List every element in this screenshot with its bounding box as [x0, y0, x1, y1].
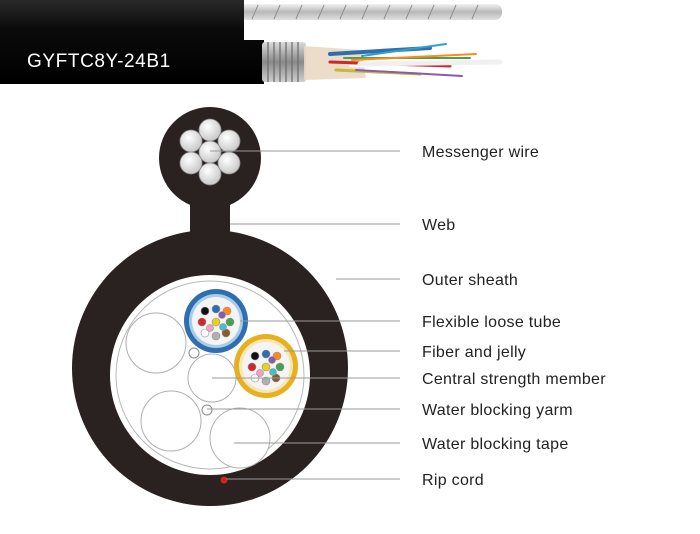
- loose-tube-blue: [184, 289, 248, 353]
- label-flexible-loose-tube: Flexible loose tube: [422, 314, 561, 331]
- label-web: Web: [422, 217, 456, 234]
- filler-rods: [125, 312, 271, 469]
- messenger-strands: [179, 118, 241, 186]
- label-rip-cord: Rip cord: [422, 472, 484, 489]
- cable-model-label: GYFTC8Y-24B1: [27, 51, 171, 72]
- label-fiber-and-jelly: Fiber and jelly: [422, 344, 526, 361]
- label-water-blocking-tape: Water blocking tape: [422, 436, 569, 453]
- cable-photo-loose-tubes: [328, 43, 503, 77]
- cable-photo-armor: [262, 42, 306, 82]
- label-central-strength-member: Central strength member: [422, 371, 606, 388]
- cable-photo-jacket: [0, 0, 264, 84]
- cross-section: [72, 107, 348, 506]
- label-messenger-wire: Messenger wire: [422, 144, 539, 161]
- loose-tube-yellow: [234, 334, 298, 398]
- cable-photo-messenger-strand: [240, 4, 502, 20]
- cable-photo: GYFTC8Y-24B1: [0, 0, 503, 84]
- leader-lines: [207, 150, 400, 480]
- water-blocking-yarns: [188, 347, 213, 416]
- callout-labels: Messenger wire Web Outer sheath Flexible…: [422, 144, 606, 489]
- label-water-blocking-yarm: Water blocking yarm: [422, 402, 573, 419]
- label-outer-sheath: Outer sheath: [422, 272, 518, 289]
- rip-cord: [220, 476, 228, 484]
